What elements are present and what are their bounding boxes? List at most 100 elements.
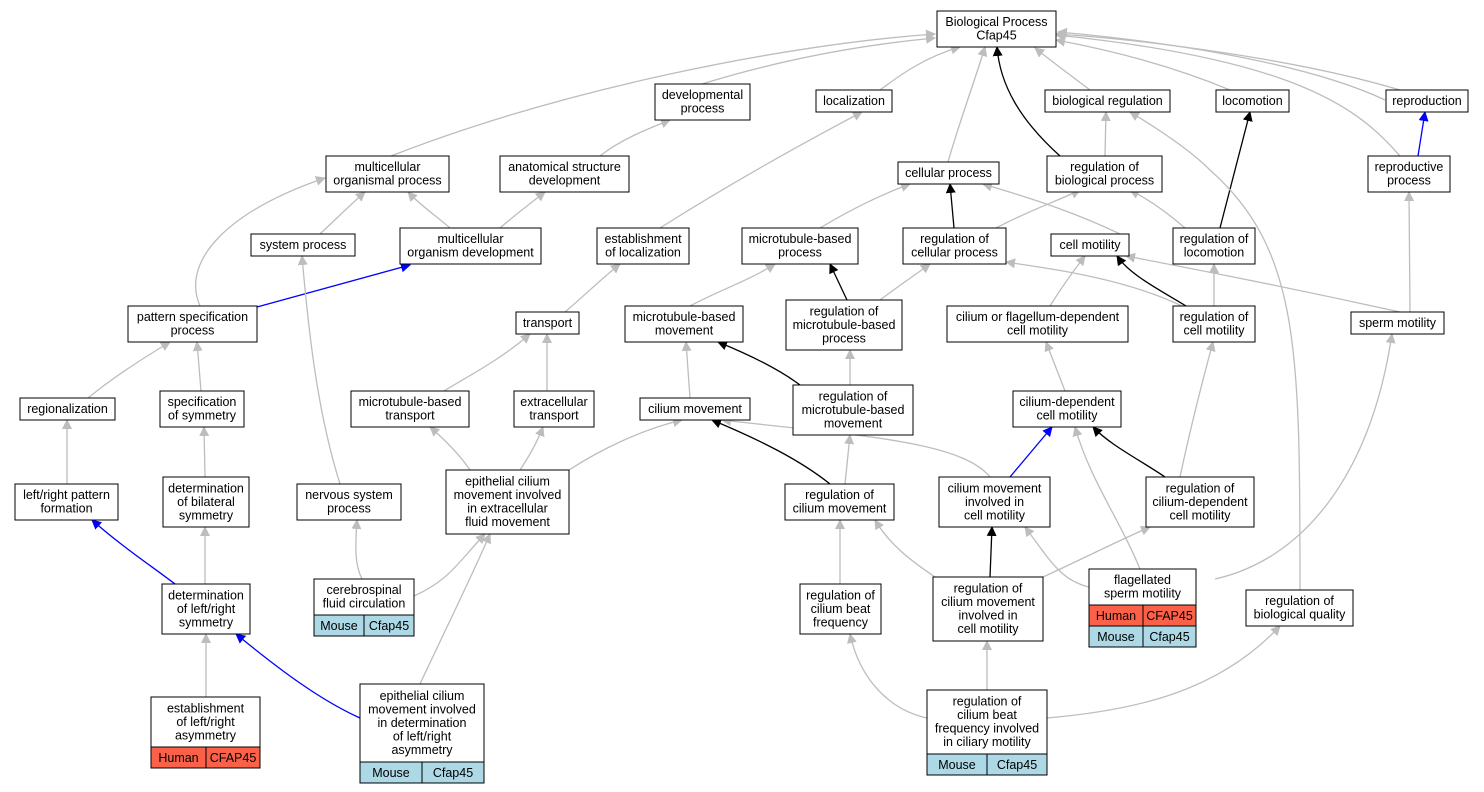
term-node-localization[interactable]: localization (815, 89, 893, 113)
term-label-line: sperm motility (1359, 316, 1437, 330)
term-label-line: establishment (604, 232, 682, 246)
term-label-line: process (1387, 174, 1431, 188)
edge-arrow (689, 263, 776, 307)
term-label-line: left/right pattern (23, 488, 110, 502)
term-label-line: symmetry (179, 615, 234, 629)
term-label-line: organism development (407, 246, 534, 260)
term-label-line: locomotion (1184, 246, 1244, 260)
term-box (596, 227, 690, 265)
term-label-line: determination (168, 481, 244, 495)
term-node-regionalization[interactable]: regionalization (19, 397, 116, 421)
gene-label: Cfap45 (1149, 630, 1189, 644)
edge-arrow (1100, 111, 1111, 157)
term-box (1088, 568, 1197, 606)
term-label-line: cellular process (905, 166, 992, 180)
term-label-line: reproductive (1375, 160, 1444, 174)
term-label-line: biological process (1055, 174, 1154, 188)
term-label-line: regulation of (810, 304, 879, 318)
term-node-spermmot[interactable]: sperm motility (1350, 311, 1445, 335)
edge-arrow (429, 426, 471, 471)
edge-arrow (499, 191, 546, 229)
term-label-line: microtubule-based (749, 232, 852, 246)
edge-arrow (945, 183, 956, 229)
edge-arrow (1404, 191, 1415, 313)
edge-arrow (235, 633, 361, 719)
term-label-line: cell motility (957, 622, 1019, 636)
term-label-line: determination (168, 588, 244, 602)
term-label-line: regulation of (1070, 160, 1139, 174)
gene-cell (986, 753, 1048, 776)
edge-arrow (1055, 29, 1401, 91)
term-label-line: asymmetry (391, 743, 453, 757)
edge-arrow (87, 341, 171, 399)
edge-layer (62, 27, 1429, 719)
term-node-reproduction[interactable]: reproduction (1385, 89, 1469, 113)
term-node-cellproc[interactable]: cellular process (897, 161, 1000, 185)
term-label-line: regulation of (1180, 232, 1249, 246)
term-node-cilmove[interactable]: cilium movement (639, 397, 751, 421)
edge-arrow (1116, 255, 1187, 307)
term-label-line: process (327, 502, 371, 516)
term-node-sysproc[interactable]: system process (250, 233, 356, 257)
term-box (932, 576, 1044, 642)
term-box (624, 305, 744, 343)
term-node-transport[interactable]: transport (515, 311, 580, 335)
edge-arrow (564, 263, 621, 313)
edge-arrow (390, 29, 936, 157)
term-box (1245, 589, 1354, 627)
edge-arrow (1057, 27, 1386, 101)
edge-arrow (986, 526, 997, 578)
term-box (161, 583, 251, 635)
term-label-line: transport (385, 409, 435, 423)
term-label-line: nervous system (305, 488, 393, 502)
term-node-locomotion[interactable]: locomotion (1215, 89, 1290, 113)
edge-arrow (319, 191, 366, 235)
term-label-line: frequency involved (935, 722, 1039, 736)
term-label-line: process (171, 324, 215, 338)
edge-arrow (1129, 189, 1186, 229)
term-label-line: regulation of (920, 232, 989, 246)
term-label-line: regionalization (27, 402, 108, 416)
term-label-line: cilium beat (957, 708, 1017, 722)
gene-label: Cfap45 (997, 758, 1037, 772)
term-node-bioreg[interactable]: biological regulation (1044, 89, 1171, 113)
term-node-cellmot[interactable]: cell motility (1050, 233, 1130, 257)
